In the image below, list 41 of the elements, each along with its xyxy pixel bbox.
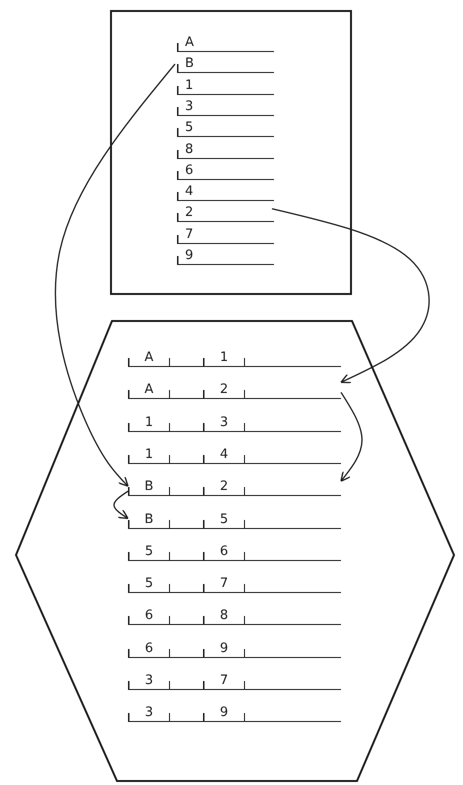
record-row: [177, 34, 274, 52]
hexagon-frame: [15, 320, 455, 782]
field-label: B: [128, 512, 170, 528]
field-label: 6: [203, 544, 245, 560]
field-label: 5: [203, 512, 245, 528]
record-row: [177, 98, 274, 116]
field-label: 2: [203, 382, 245, 398]
field-label: 6: [128, 608, 170, 624]
field-label: 6: [128, 640, 170, 657]
arrow: [272, 208, 430, 384]
record-row: [177, 247, 274, 265]
record-row: [177, 183, 274, 202]
file-box: [110, 10, 352, 295]
field-label: 3: [128, 705, 170, 722]
field-label: 5: [128, 576, 170, 592]
arrow: [54, 64, 176, 487]
field-label: A: [128, 382, 170, 398]
field-label: 1: [128, 446, 170, 463]
field-label: 7: [203, 576, 245, 592]
record-row: [177, 119, 274, 138]
record-row: [177, 226, 274, 244]
arrow: [340, 392, 363, 482]
record-row: [177, 204, 274, 222]
field-label: 1: [203, 350, 245, 366]
record-row: [177, 162, 274, 180]
field-label: 9: [203, 705, 245, 722]
record-row: [177, 140, 274, 158]
field-label: 9: [203, 640, 245, 657]
arrow: [113, 490, 129, 520]
field-label: A: [128, 350, 170, 366]
field-label: 3: [203, 414, 245, 431]
field-label: 1: [128, 414, 170, 431]
field-label: 8: [203, 608, 245, 624]
field-label: B: [128, 479, 170, 496]
record-row: [177, 76, 274, 95]
field-label: 4: [203, 446, 245, 463]
field-label: 5: [128, 544, 170, 560]
record-row: [177, 55, 274, 74]
field-label: 2: [203, 479, 245, 496]
field-label: 7: [203, 673, 245, 689]
field-label: 3: [128, 673, 170, 689]
